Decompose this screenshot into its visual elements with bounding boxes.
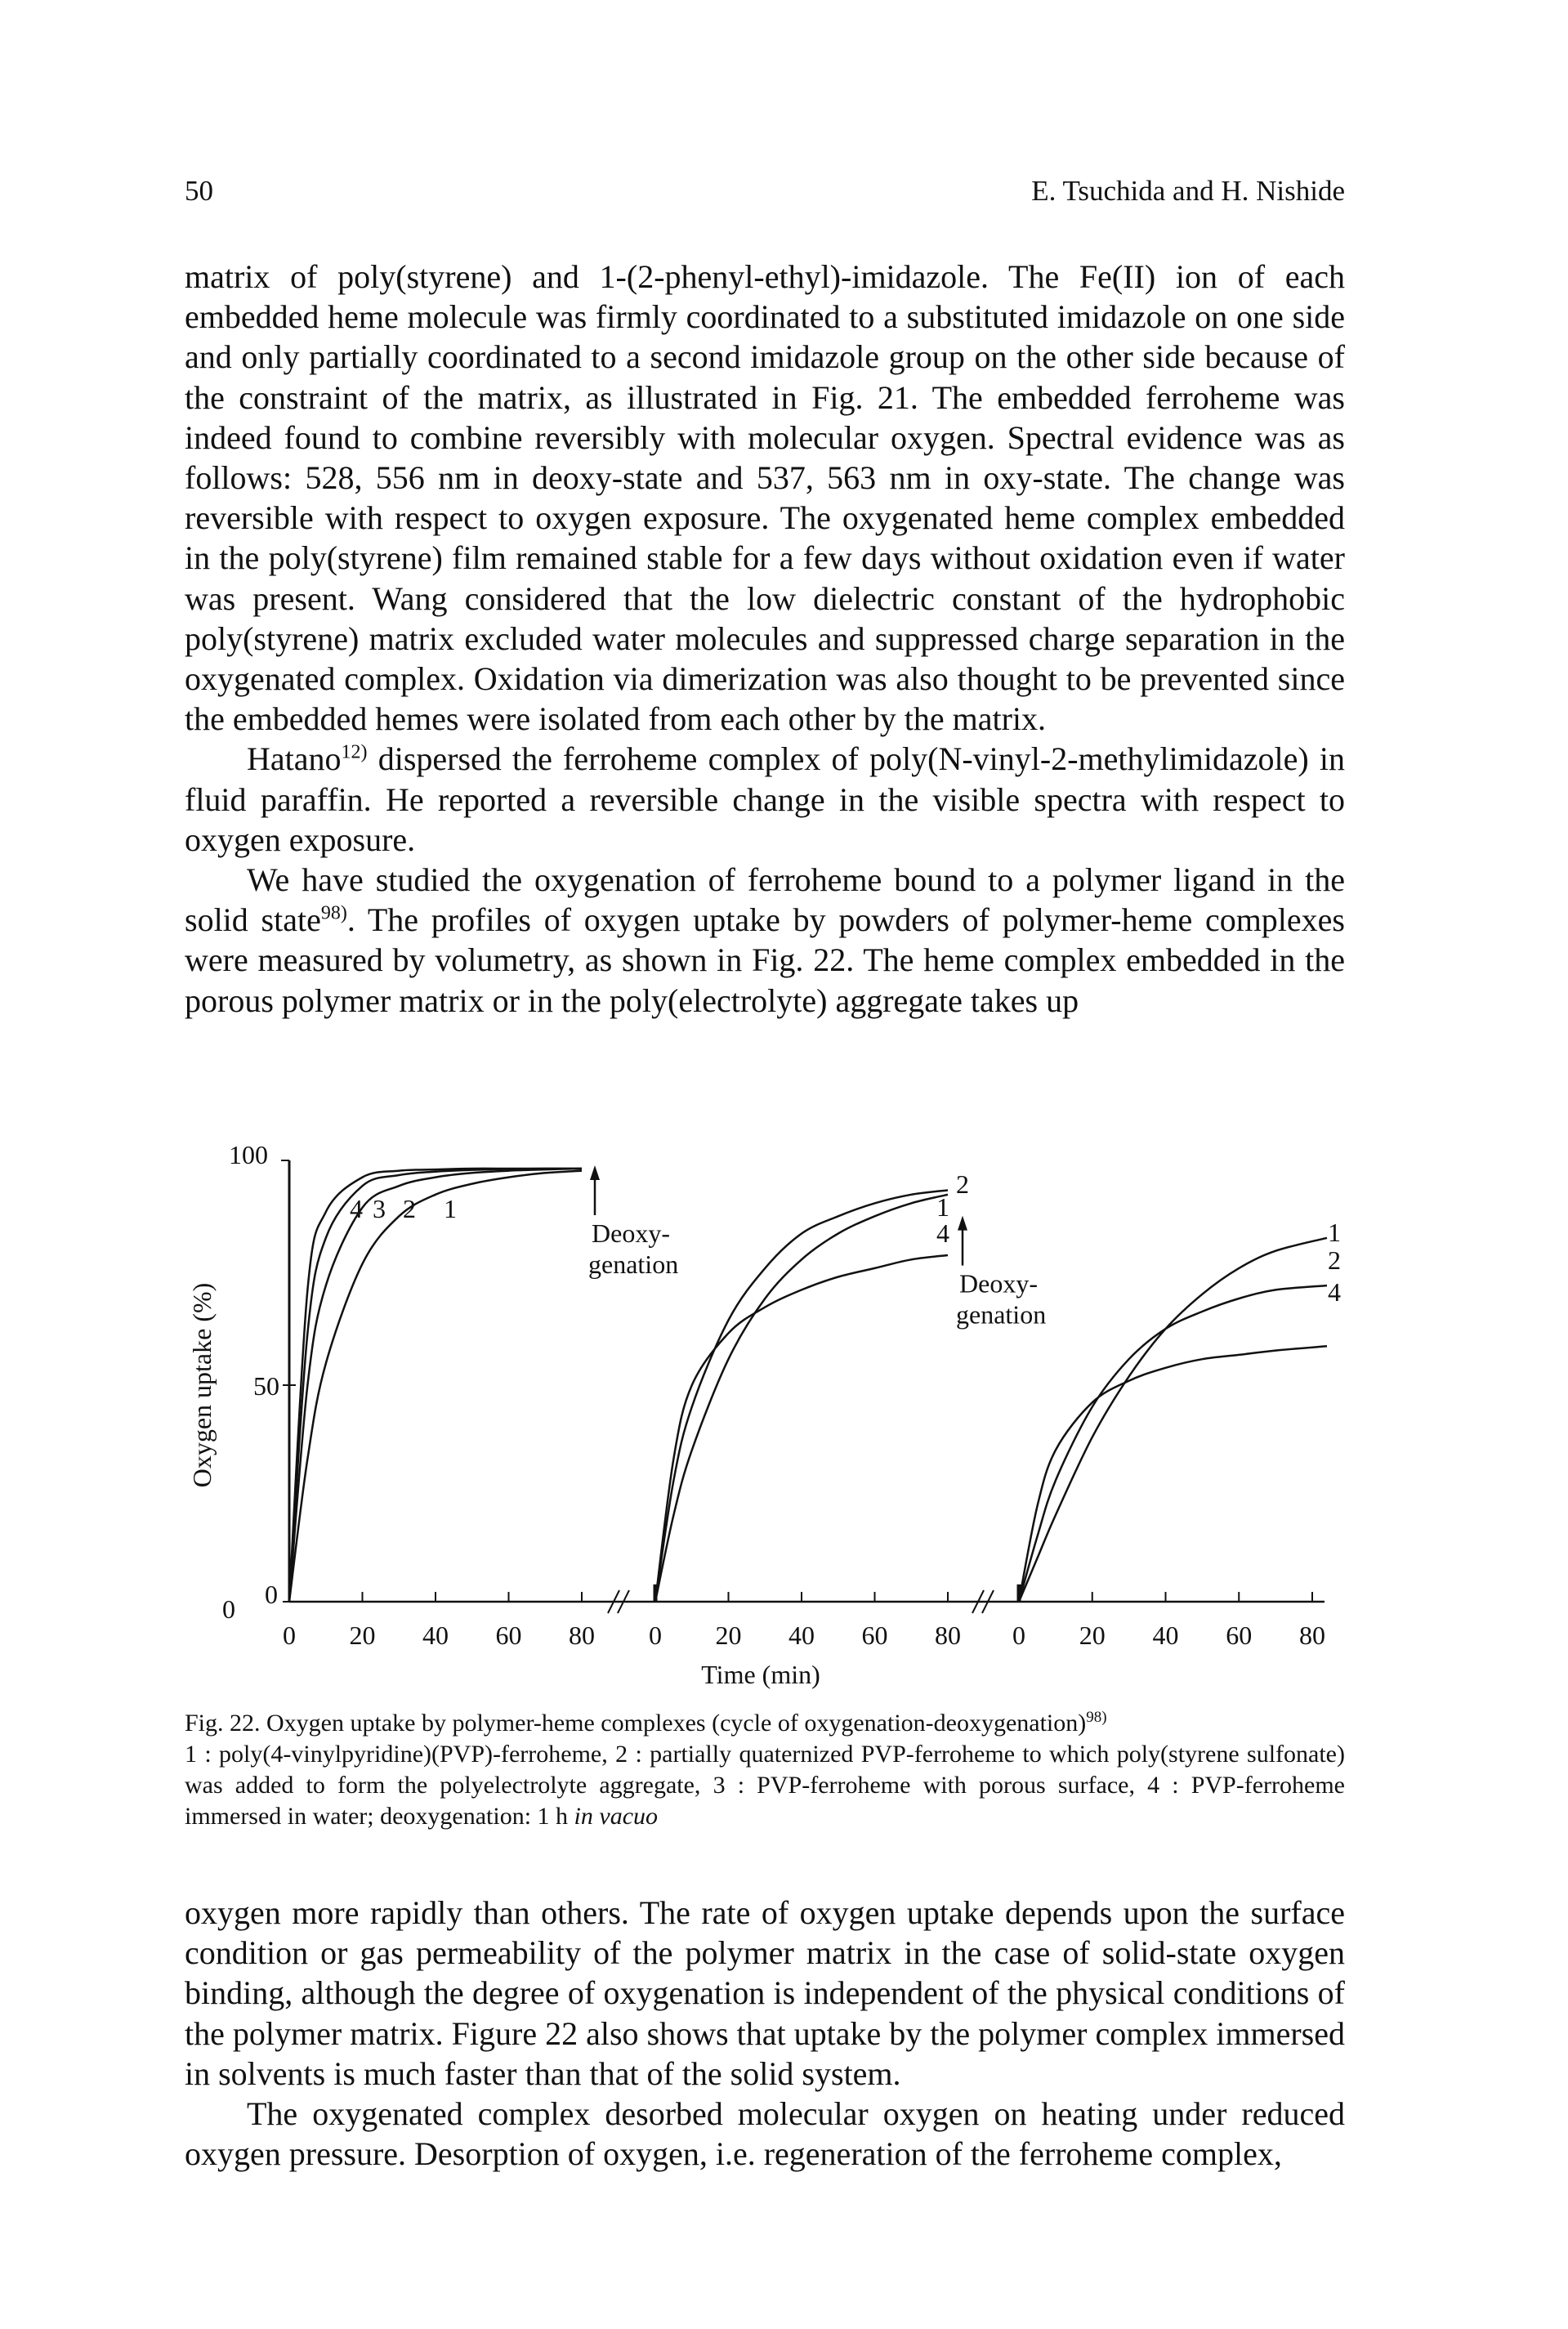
caption-italic: in vacuo xyxy=(574,1803,659,1830)
body-text-bottom: oxygen more rapidly than others. The rat… xyxy=(185,1893,1345,2174)
caption-reference: 98) xyxy=(1086,1709,1107,1726)
annotation-text: Deoxy- xyxy=(592,1218,670,1248)
series-label: 2 xyxy=(1328,1245,1341,1275)
axis-break-mark xyxy=(972,1589,985,1614)
y-axis-label: Oxygen uptake (%) xyxy=(187,1283,217,1488)
series-1-curve xyxy=(288,1169,583,1603)
y-tick-label: 0 xyxy=(265,1580,278,1609)
series-label: 4 xyxy=(936,1218,949,1248)
x-tick-label: 80 xyxy=(569,1620,595,1650)
figure-caption: Fig. 22. Oxygen uptake by polymer-heme c… xyxy=(185,1708,1345,1832)
x-tick-label: 40 xyxy=(788,1620,815,1650)
series-label: 1 xyxy=(936,1192,949,1222)
text-run: dispersed the ferroheme complex of poly(… xyxy=(185,740,1345,858)
series-label: 1 xyxy=(1328,1218,1341,1247)
reference-superscript: 98) xyxy=(320,902,347,924)
x-tick-label: 40 xyxy=(422,1620,449,1650)
series-label: 2 xyxy=(956,1169,969,1199)
axis-break-mark xyxy=(617,1589,630,1614)
text-run: We have studied the oxygenation of ferro… xyxy=(185,861,1345,939)
page-header: 50 E. Tsuchida and H. Nishide xyxy=(185,175,1345,216)
running-head-authors: E. Tsuchida and H. Nishide xyxy=(1031,175,1345,207)
series-2-curve xyxy=(654,1189,949,1603)
x-tick-label: 0 xyxy=(283,1620,296,1650)
annotation-text: genation xyxy=(588,1249,678,1279)
caption-lead: Fig. 22. Oxygen uptake by polymer-heme c… xyxy=(185,1710,1087,1737)
series-2-curve xyxy=(288,1167,583,1603)
x-tick-label: 80 xyxy=(935,1620,961,1650)
x-tick-label: 20 xyxy=(716,1620,742,1650)
axis-break-mark xyxy=(981,1589,994,1614)
x-axis-label: Time (min) xyxy=(701,1660,820,1689)
series-label: 1 xyxy=(444,1194,457,1223)
paragraph: Hatano12) dispersed the ferroheme comple… xyxy=(185,739,1345,860)
x-tick-label: 80 xyxy=(1299,1620,1325,1650)
x-tick-label: 0 xyxy=(1012,1620,1025,1650)
text-run: Hatano xyxy=(247,740,342,778)
series-1-curve xyxy=(654,1193,949,1603)
x-tick-label: 20 xyxy=(350,1620,376,1650)
series-4-curve xyxy=(654,1254,949,1603)
series-label: 4 xyxy=(1328,1277,1341,1307)
series-4-curve xyxy=(1017,1345,1328,1603)
series-2-curve xyxy=(1017,1284,1328,1603)
x-tick-label: 20 xyxy=(1079,1620,1106,1650)
annotation-text: Deoxy- xyxy=(959,1269,1038,1299)
x-tick-label: 0 xyxy=(649,1620,662,1650)
caption-text: Fig. 22. Oxygen uptake by polymer-heme c… xyxy=(185,1708,1345,1832)
y-tick-label: 100 xyxy=(229,1140,268,1169)
paragraph: matrix of poly(styrene) and 1-(2-phenyl-… xyxy=(185,258,1345,738)
series-label: 2 xyxy=(403,1194,416,1223)
axis-break-mark xyxy=(607,1589,620,1614)
arrow-head xyxy=(958,1215,967,1231)
x-tick-label: 60 xyxy=(862,1620,888,1650)
annotation-text: genation xyxy=(956,1300,1046,1330)
series-1-curve xyxy=(1017,1236,1328,1603)
x-tick-label: 60 xyxy=(496,1620,522,1650)
paragraph: The oxygenated complex desorbed molecula… xyxy=(185,2095,1345,2173)
text-run: . The profiles of oxygen uptake by powde… xyxy=(185,901,1345,1019)
paragraph: oxygen more rapidly than others. The rat… xyxy=(185,1894,1345,2092)
x-tick-label: 60 xyxy=(1226,1620,1252,1650)
arrow-head xyxy=(590,1165,600,1180)
x-tick-label: 40 xyxy=(1153,1620,1179,1650)
caption-body: 1 : poly(4-vinylpyridine)(PVP)-ferroheme… xyxy=(185,1741,1345,1830)
paragraph: We have studied the oxygenation of ferro… xyxy=(185,860,1345,1021)
reference-superscript: 12) xyxy=(341,742,368,764)
y-tick-label: 50 xyxy=(253,1371,279,1401)
body-text-top: matrix of poly(styrene) and 1-(2-phenyl-… xyxy=(185,257,1345,1021)
series-4-curve xyxy=(288,1167,582,1603)
series-label: 3 xyxy=(373,1194,386,1223)
origin-label: 0 xyxy=(222,1594,235,1624)
series-3-curve xyxy=(288,1167,583,1603)
series-label: 4 xyxy=(350,1194,363,1223)
page-number: 50 xyxy=(185,175,213,207)
